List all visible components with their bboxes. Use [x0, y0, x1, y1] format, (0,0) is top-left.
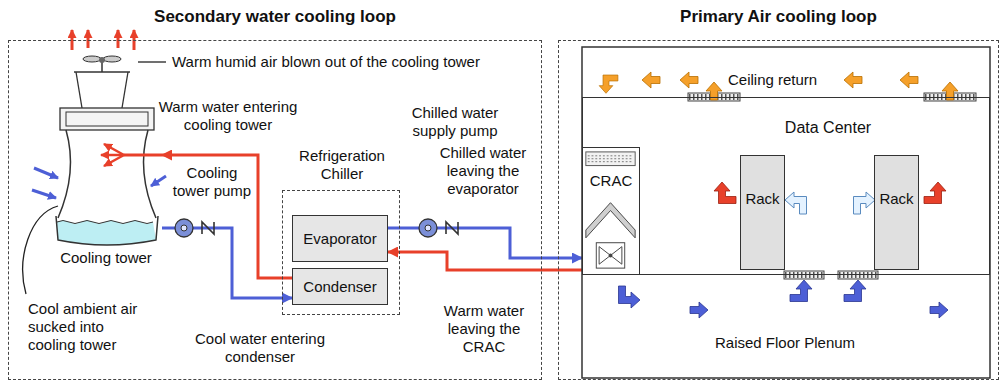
hot-air-arrow: [87, 30, 90, 48]
water-pipe: [162, 228, 292, 298]
plenum-arrow: [930, 302, 948, 318]
node-label: Secondary water cooling loop: [9, 7, 541, 27]
tower-louver: [66, 112, 148, 126]
annotation-label: Warm humid air blown out of the cooling …: [172, 53, 480, 71]
node-label: CRAC: [583, 172, 639, 190]
data-center-room: Data Center CRAC Rack Rack: [582, 97, 990, 275]
server-rack: Rack: [740, 155, 785, 270]
crac-art: [583, 148, 638, 273]
plenum-arrow: [844, 280, 866, 302]
vent-hatch: [785, 272, 823, 278]
air-arrow: [642, 72, 660, 88]
warm-water-spray: [104, 155, 124, 166]
room-outline: [582, 47, 990, 378]
chiller-group: Refrigeration ChillerEvaporatorCondenser: [282, 190, 400, 315]
crac-coil: [586, 203, 635, 238]
tower-louver: [60, 108, 154, 130]
air-arrow: [680, 72, 698, 88]
vent-hatch: [839, 272, 877, 278]
annotation-label: Warm water entering cooling tower: [148, 98, 308, 134]
tower-wall: [58, 130, 71, 218]
fan-stem: [101, 62, 103, 72]
tower-wall: [144, 130, 157, 218]
water-pipe: [388, 252, 582, 270]
node-label: Condenser: [293, 278, 387, 296]
annotation-label: Warm water leaving the CRAC: [428, 302, 540, 356]
node-label: Evaporator: [293, 230, 387, 248]
cold-air-arrow: [854, 192, 876, 214]
cooling-tower-art: [50, 45, 162, 270]
evaporator-box: Evaporator: [292, 215, 388, 262]
pump-symbol: [419, 219, 437, 237]
annotation-label: Cool ambient air sucked into cooling tow…: [28, 300, 146, 354]
check-valve: [202, 222, 214, 234]
filter-mesh: [588, 155, 634, 156]
tower-basin: [56, 216, 158, 245]
leader-line: [138, 61, 166, 62]
cooling-tower: Cooling tower: [50, 45, 162, 270]
fan-blade: [103, 56, 121, 62]
basin-water: [57, 221, 156, 246]
air-arrow: [844, 72, 862, 88]
annotation-label: Cooling tower pump: [172, 164, 252, 200]
annotation-label: Raised Floor Plenum: [715, 334, 855, 352]
check-valve: [446, 222, 458, 234]
crac-filter: [586, 152, 635, 166]
crac-fan: [609, 253, 613, 257]
tower-stack: [74, 71, 130, 72]
fan-hub: [99, 57, 105, 63]
floor-vent: [838, 271, 878, 279]
plenum-arrow: [619, 286, 641, 308]
warm-water-spray: [124, 154, 162, 157]
server-rack: Rack: [874, 155, 919, 270]
hot-air-arrow: [714, 182, 736, 204]
pump-symbol: [425, 225, 431, 231]
tower-stack: [122, 72, 128, 108]
cool-air-arrow: [151, 176, 166, 186]
annotation-label: Cool water entering condenser: [178, 330, 342, 366]
annotation-label: Chilled water leaving the evaporator: [428, 144, 538, 198]
warm-water-spray: [104, 144, 124, 155]
pump-symbol: [181, 225, 187, 231]
water-pipe: [162, 155, 292, 278]
hot-air-arrow: [924, 182, 946, 204]
node-label: Primary Air cooling loop: [559, 7, 998, 27]
air-arrow: [900, 72, 918, 88]
node-label: Rack: [741, 190, 784, 208]
cool-air-arrow: [34, 168, 58, 178]
condenser-box: Condenser: [292, 268, 388, 305]
node-label: Rack: [875, 190, 918, 208]
node-label: Refrigeration Chiller: [287, 147, 397, 183]
leader-line: [23, 206, 58, 294]
air-arrow: [599, 75, 618, 93]
annotation-label: Chilled water supply pump: [403, 104, 507, 140]
filter-mesh: [588, 158, 634, 159]
tower-stack: [76, 72, 82, 108]
crac-unit: CRAC: [582, 147, 640, 275]
pump-symbol: [175, 219, 193, 237]
plenum-arrow: [690, 302, 708, 318]
cold-air-arrow: [785, 192, 807, 214]
annotation-label: Ceiling return: [728, 71, 817, 89]
water-surface: [57, 221, 153, 224]
node-label: Cooling tower: [50, 249, 162, 267]
plenum-arrow: [790, 280, 812, 302]
crac-fan: [596, 243, 624, 268]
floor-vent: [784, 271, 824, 279]
fan-blade: [83, 56, 101, 62]
cool-air-arrow: [32, 190, 56, 198]
loop-region: Primary Air cooling loopData Center CRAC…: [558, 40, 999, 380]
filter-mesh: [588, 161, 634, 162]
node-label: Data Center: [773, 119, 883, 137]
hot-air-arrow: [117, 30, 120, 48]
